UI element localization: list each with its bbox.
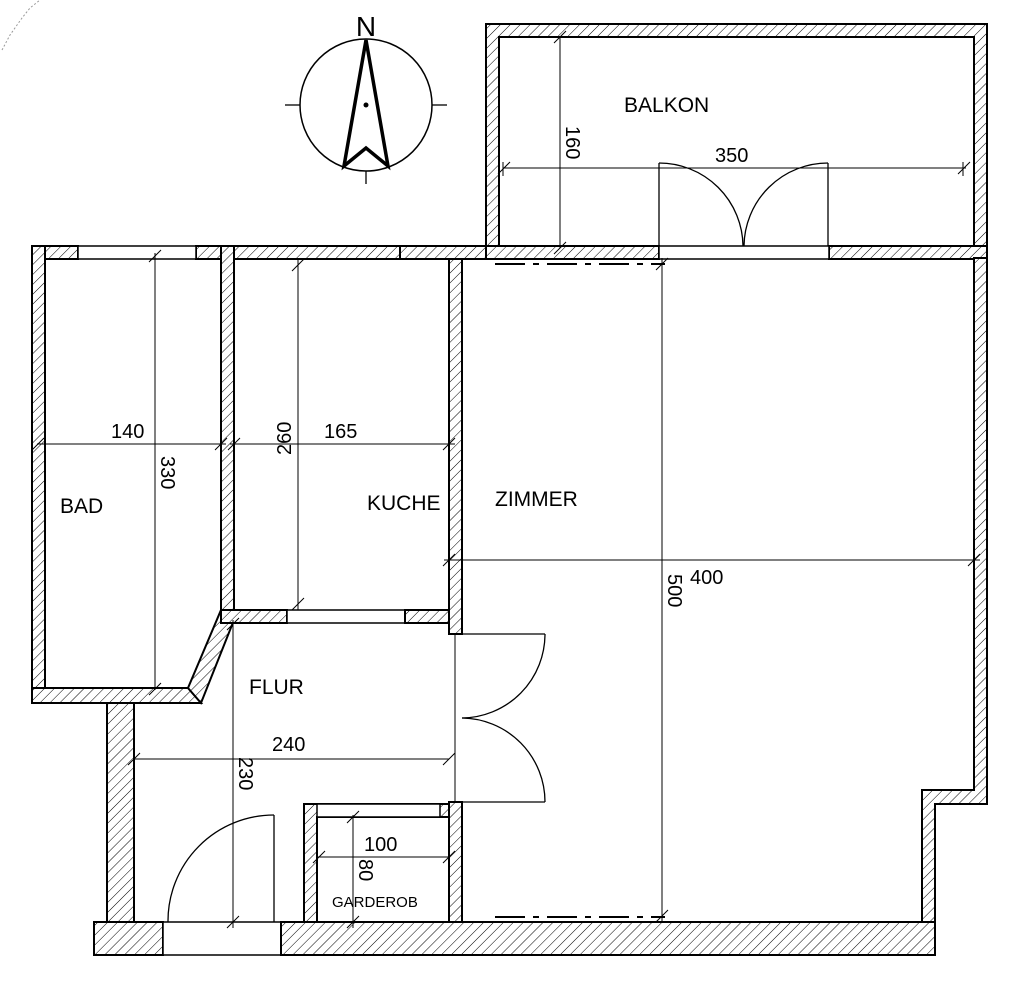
zimmer-double-door[interactable]: [461, 633, 546, 803]
room-label-balkon: BALKON: [624, 94, 709, 117]
bottom-wall: [93, 921, 936, 956]
dim-garderob-depth: 80: [354, 859, 376, 881]
dimension-lines: [31, 30, 981, 929]
room-label-bad: BAD: [60, 495, 103, 518]
room-label-zimmer: ZIMMER: [495, 488, 578, 511]
dim-balkon-depth: 160: [561, 126, 583, 159]
entrance-door[interactable]: [167, 814, 275, 923]
flur-zimmer-wall: [448, 801, 463, 923]
dim-bad-width: 140: [111, 421, 144, 443]
dim-kuche-width: 165: [324, 421, 357, 443]
balkon-double-door[interactable]: [658, 162, 829, 247]
kuche-bottom-wall: [220, 609, 450, 624]
room-label-garderob: GARDEROB: [332, 894, 418, 911]
flur-left-wall: [106, 702, 135, 923]
pencil-mark: [1, 0, 41, 51]
dim-balkon-width: 350: [715, 145, 748, 167]
room-label-flur: FLUR: [249, 676, 304, 699]
dim-flur-width: 240: [272, 734, 305, 756]
bad-bottom-wall: [31, 687, 204, 704]
dim-garderob-width: 100: [364, 834, 397, 856]
dim-kuche-depth: 260: [274, 422, 296, 455]
bad-kuche-wall: [220, 245, 235, 623]
dim-zimmer-width: 400: [690, 567, 723, 589]
dim-flur-depth: 230: [234, 757, 256, 790]
kuche-zimmer-wall: [448, 258, 463, 635]
dim-zimmer-depth: 500: [663, 574, 685, 607]
right-wall: [921, 257, 988, 923]
north-label: N: [356, 11, 376, 42]
dim-bad-depth: 330: [156, 456, 178, 489]
room-label-kuche: KUCHE: [367, 492, 441, 515]
north-arrow-icon: N: [285, 11, 447, 184]
top-wall: [31, 245, 988, 260]
left-wall: [31, 245, 46, 689]
